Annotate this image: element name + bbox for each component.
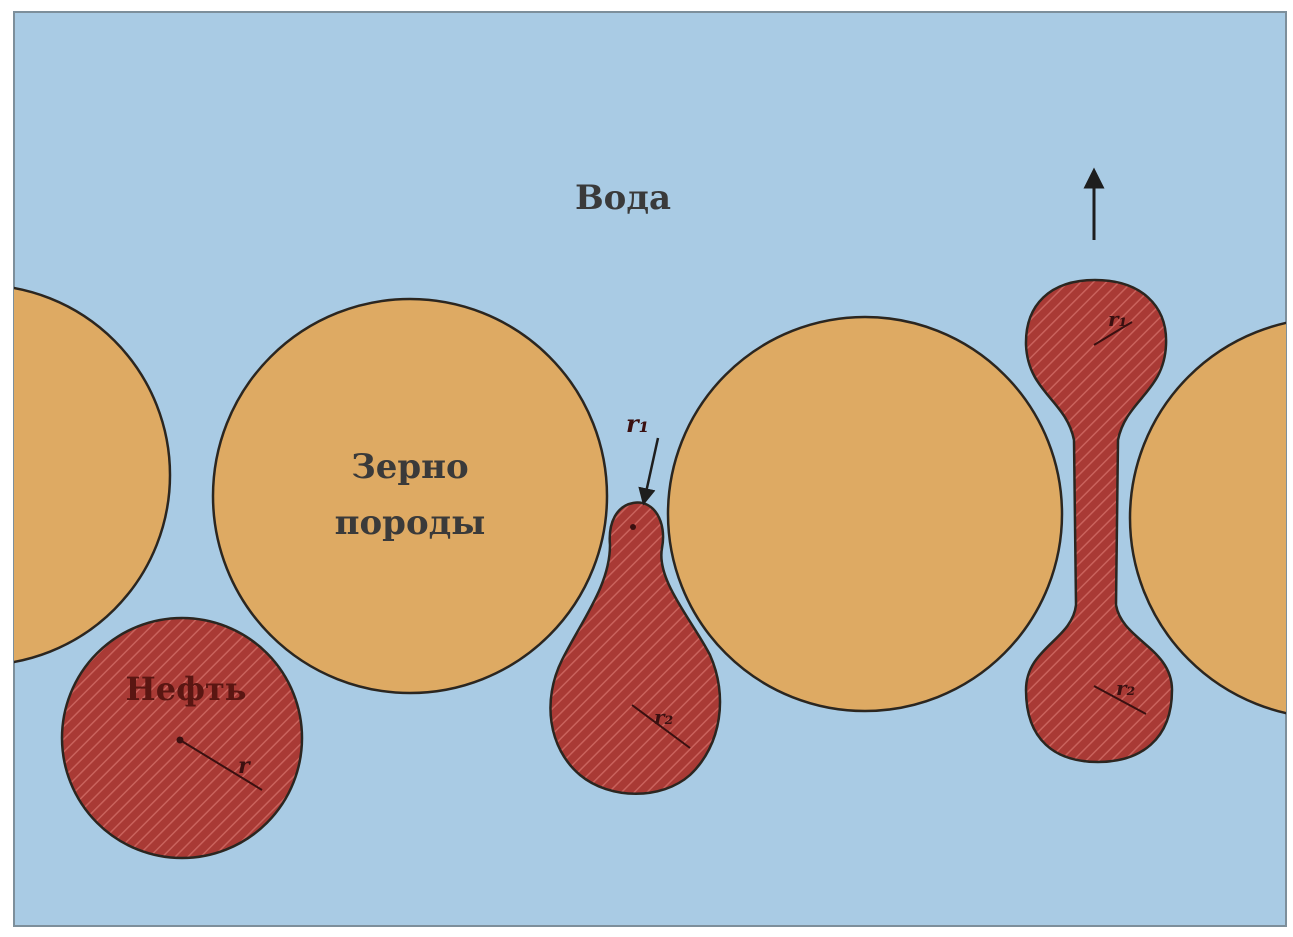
radius-symbol-stretched-bottom: r₂ [1116, 676, 1136, 700]
radius-symbol-pore-tip: r₁ [626, 409, 649, 438]
rock-grain-center [213, 299, 607, 693]
oil-label: Нефть [126, 670, 247, 708]
radius-symbol-stretched-top: r₁ [1108, 307, 1127, 331]
grain-label-line2: породы [335, 503, 486, 543]
radius-symbol-free-droplet: r [238, 753, 251, 779]
water-label: Вода [575, 178, 671, 218]
rock-grain-right [668, 317, 1062, 711]
center-dot-pore-droplet [630, 524, 636, 530]
center-dot-free-droplet [177, 737, 184, 744]
radius-symbol-pore-bulb: r₂ [654, 705, 674, 729]
grain-label-line1: Зерно [351, 447, 469, 487]
